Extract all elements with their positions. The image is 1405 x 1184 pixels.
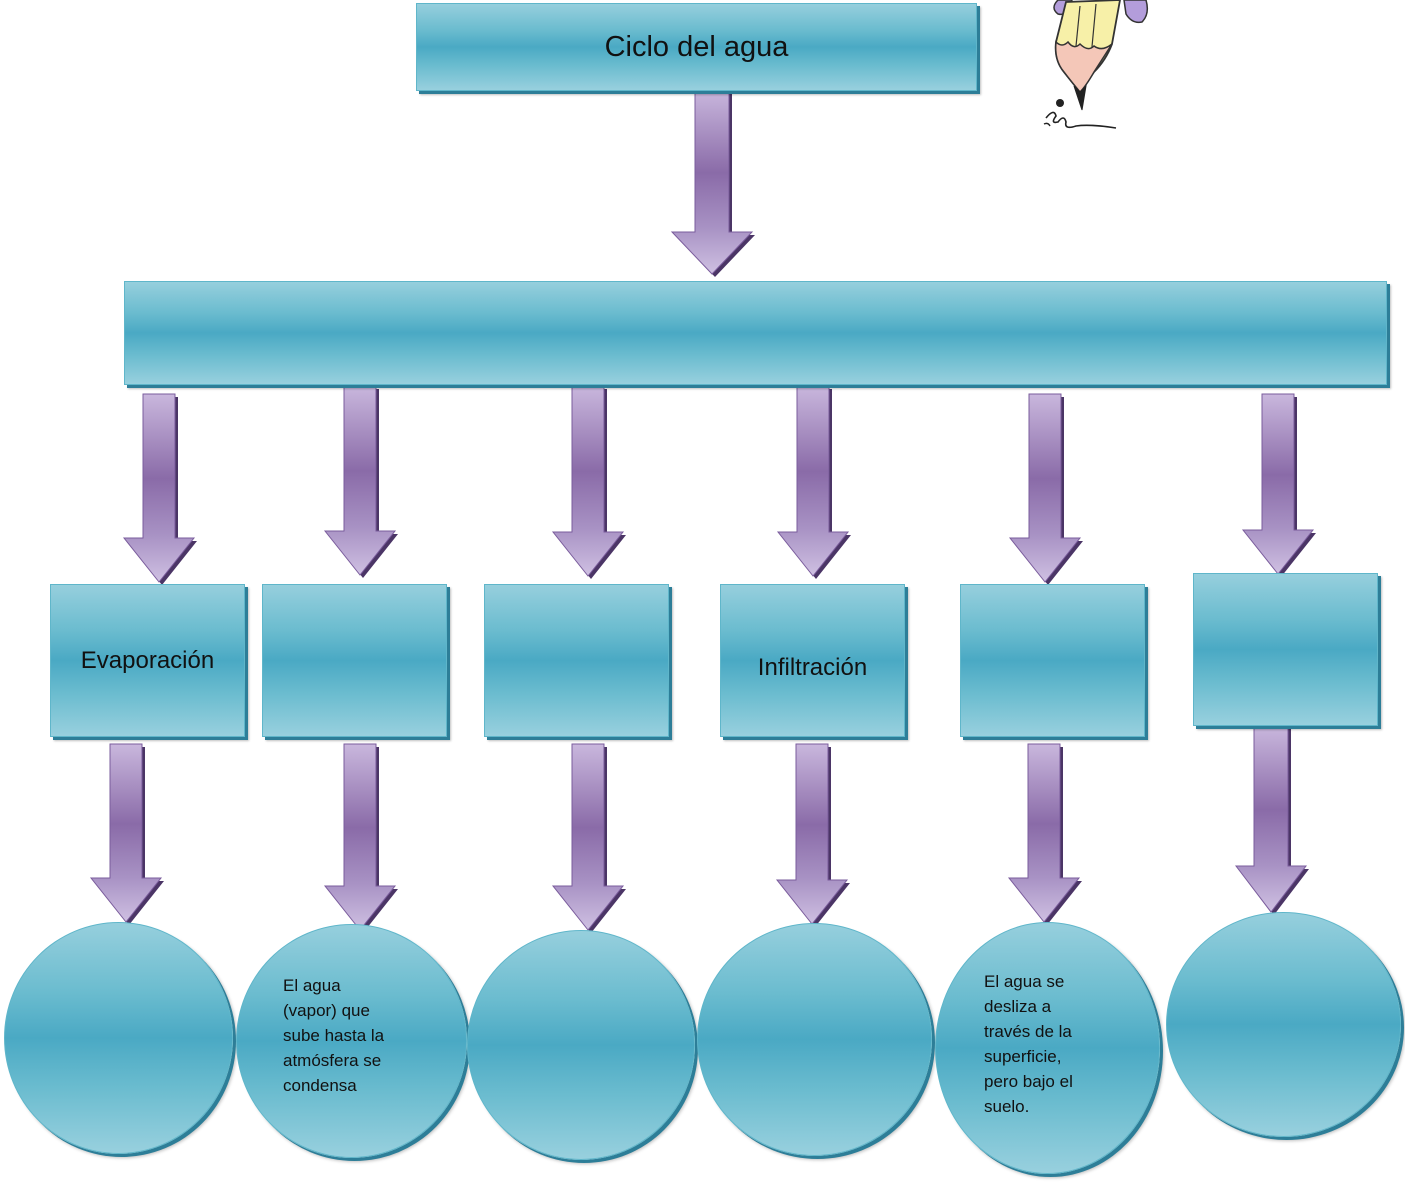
stage-description-2: El agua (vapor) que sube hasta la atmósf… [283, 976, 385, 1095]
stage-box-2 [262, 584, 447, 737]
title-box: Ciclo del agua [416, 3, 977, 91]
stage-circle-5: El agua se desliza a través de la superf… [935, 922, 1160, 1174]
arrow-category-to-stage-3 [551, 385, 626, 579]
stage-circle-3 [467, 930, 695, 1160]
arrow-category-to-stage-1-body [122, 393, 196, 583]
arrow-category-to-stage-4-body [776, 385, 850, 577]
arrow-category-to-stage-6-body [1241, 393, 1315, 575]
pencil-character-icon [1043, 0, 1149, 129]
arrow-stage-4-to-circle-4 [775, 743, 850, 927]
diagram-title: Ciclo del agua [604, 30, 789, 63]
stage-description-5: El agua se desliza a través de la superf… [984, 972, 1073, 1116]
stage-box-1: Evaporación [50, 584, 245, 737]
arrow-category-to-stage-5 [1008, 393, 1083, 585]
stage-box-4: Infiltración [720, 584, 905, 737]
stage-circle-4 [697, 923, 932, 1156]
arrow-stage-1-to-circle-1 [89, 743, 164, 925]
arrow-stage-2-to-circle-2 [323, 743, 398, 933]
stage-box-3 [484, 584, 669, 737]
stage-box-5 [960, 584, 1145, 737]
stage-circle-2: El agua (vapor) que sube hasta la atmósf… [236, 924, 467, 1158]
arrow-category-to-stage-5-body [1008, 393, 1082, 583]
stage-box-6 [1193, 573, 1378, 726]
arrow-stage-3-to-circle-3-body [551, 743, 625, 931]
arrow-stage-3-to-circle-3 [551, 743, 626, 933]
stage-circle-6 [1166, 912, 1401, 1137]
arrow-category-to-stage-3-body [551, 385, 625, 577]
arrow-title-to-category-body [670, 89, 754, 275]
arrow-category-to-stage-2 [323, 385, 398, 578]
arrow-stage-6-to-circle-6-body [1234, 725, 1308, 913]
stage-label-1: Evaporación [80, 646, 215, 674]
arrow-stage-1-to-circle-1-body [89, 743, 163, 923]
arrow-category-to-stage-4 [776, 385, 851, 579]
arrow-title-to-category [670, 89, 755, 277]
category-box [124, 281, 1387, 385]
arrow-category-to-stage-2-body [323, 385, 397, 576]
arrow-stage-2-to-circle-2-body [323, 743, 397, 931]
arrow-stage-5-to-circle-5 [1007, 743, 1082, 925]
arrow-category-to-stage-1 [122, 393, 197, 585]
arrow-stage-6-to-circle-6 [1234, 725, 1309, 915]
arrow-stage-5-to-circle-5-body [1007, 743, 1081, 923]
stage-label-4: Infiltración [757, 653, 868, 681]
arrow-stage-4-to-circle-4-body [775, 743, 849, 925]
stage-circle-1 [4, 922, 233, 1154]
arrow-category-to-stage-6 [1241, 393, 1316, 577]
